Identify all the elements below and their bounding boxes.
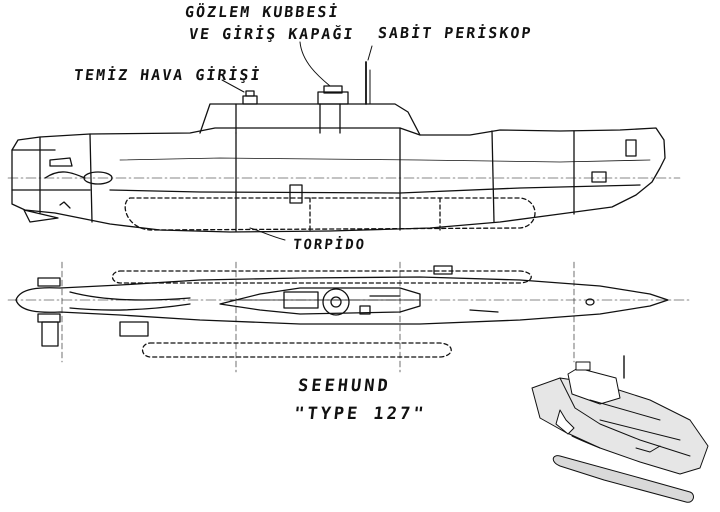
vessel-name-label: SEEHUND [296, 376, 392, 396]
conning-tower [199, 103, 421, 136]
plan-deck-casing [219, 287, 421, 315]
side-elevation-view [7, 61, 681, 233]
plan-torpedo-lower [141, 342, 452, 358]
air-intake [242, 95, 258, 105]
vessel-type-label: "TYPE 127" [292, 404, 428, 424]
torpedo-leader [249, 227, 286, 241]
intake-leader [221, 79, 245, 93]
dome-leader [299, 41, 331, 87]
observation-dome-label: GÖZLEM KUBBESİ [184, 3, 341, 21]
periscope-label: SABİT PERİSKOP [377, 24, 534, 42]
perspective-sketch [531, 355, 709, 503]
torpedo-label: TORPİDO [292, 237, 367, 253]
entry-hatch-label: VE GİRİŞ KAPAĞI [188, 25, 356, 43]
side-hull-outline [11, 127, 666, 233]
side-torpedo [124, 197, 536, 231]
plan-hull-outline [15, 276, 669, 325]
observation-dome [317, 91, 349, 105]
top-plan-view [7, 261, 691, 373]
periscope-leader [367, 45, 373, 61]
plan-torpedo-upper [111, 270, 532, 284]
air-intake-label: TEMİZ HAVA GİRİŞİ [73, 66, 263, 84]
plan-dome [322, 288, 350, 316]
sketch-torpedo [552, 455, 694, 503]
